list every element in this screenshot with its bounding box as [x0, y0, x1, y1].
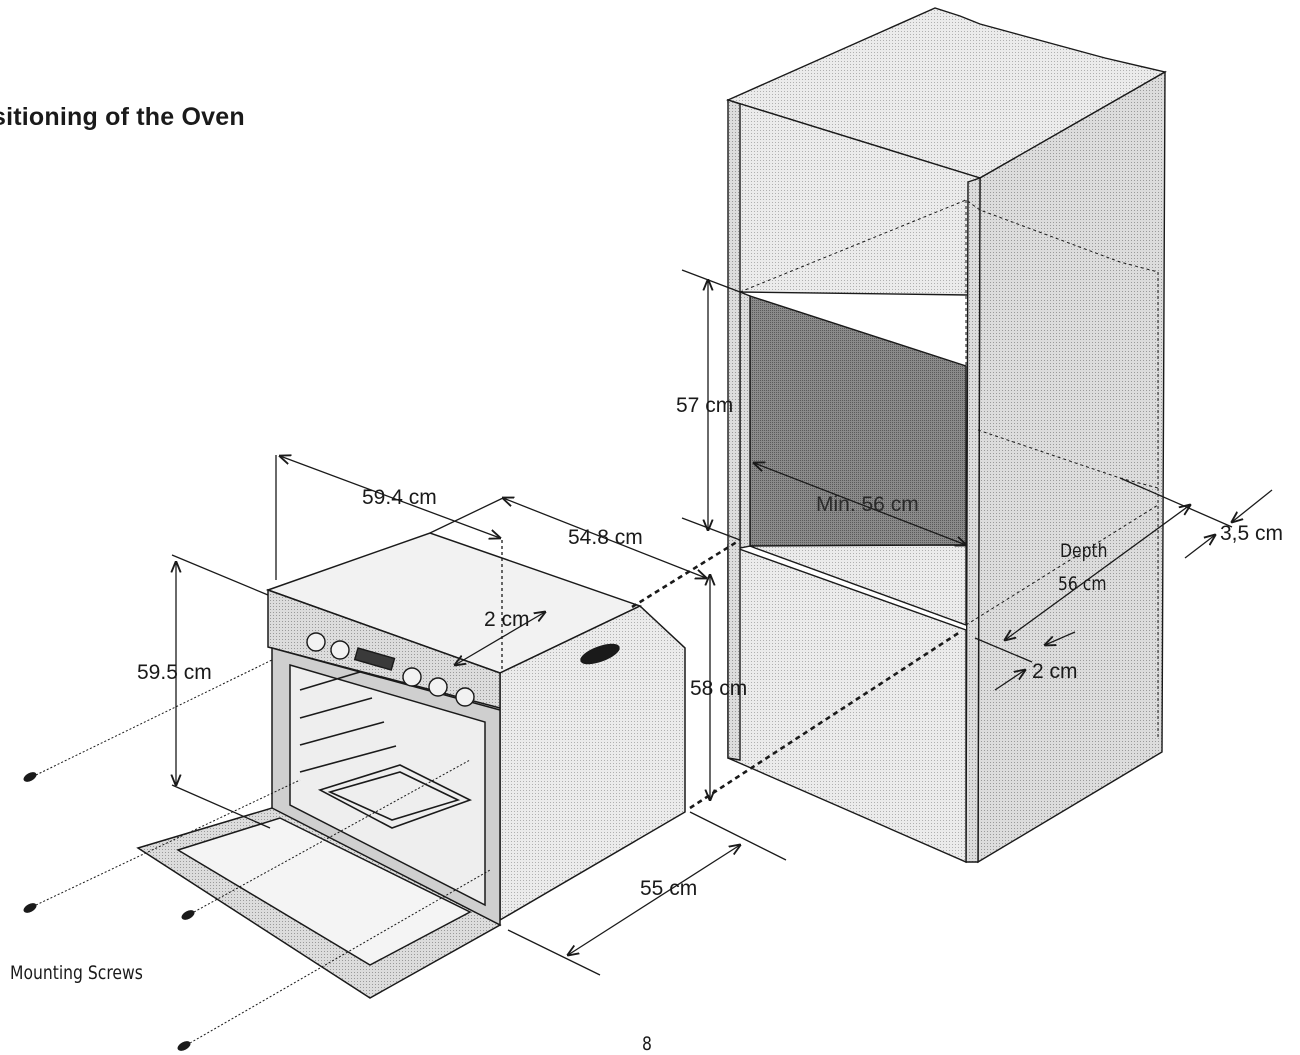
- oven-door-glass: [176, 817, 472, 966]
- oven: [136, 532, 686, 999]
- oven-racks: [299, 671, 473, 829]
- cabinet-frame-strip: [965, 177, 981, 863]
- dim-body-depth: 55 cm: [640, 877, 698, 900]
- oven-knob-4: [428, 677, 448, 697]
- oven-side-slot: [580, 643, 620, 665]
- cabinet-left-post: [727, 99, 741, 761]
- alignment-guides: [631, 538, 961, 810]
- oven-cavity: [289, 663, 486, 907]
- dim-front-gap: 2 cm: [484, 608, 530, 631]
- dim-oven-width: 59.4 cm: [362, 486, 437, 509]
- screw-icon: [23, 772, 195, 1051]
- oven-knob-1: [306, 632, 326, 652]
- kitchen-cabinet: [726, 7, 1167, 864]
- dim-cabinet-depth-label: Depth: [1060, 540, 1108, 562]
- cabinet-niche-left: [739, 290, 751, 549]
- section-title: sitioning of the Oven: [0, 103, 245, 131]
- oven-display: [353, 647, 396, 671]
- dim-niche-width: Min. 56 cm: [816, 493, 919, 516]
- oven-knob-2: [330, 640, 350, 660]
- dim-oven-depth: 54.8 cm: [568, 526, 643, 549]
- dim-body-height: 58 cm: [690, 677, 748, 700]
- oven-knobs: [306, 632, 475, 707]
- dimension-lines: [172, 269, 1273, 976]
- oven-knob-3: [402, 667, 422, 687]
- oven-knob-5: [455, 687, 475, 707]
- dim-oven-height: 59.5 cm: [137, 661, 212, 684]
- page-number: 8: [642, 1033, 652, 1055]
- dim-niche-height: 57 cm: [676, 394, 734, 417]
- mounting-screws: [23, 659, 491, 1051]
- dim-rear-gap: 3,5 cm: [1220, 522, 1284, 545]
- mounting-screws-callout: Mounting Screws: [10, 962, 143, 984]
- cabinet-side: [977, 70, 1166, 864]
- dim-front-recess: 2 cm: [1032, 660, 1078, 683]
- dim-cabinet-depth-value: 56 cm: [1058, 573, 1107, 595]
